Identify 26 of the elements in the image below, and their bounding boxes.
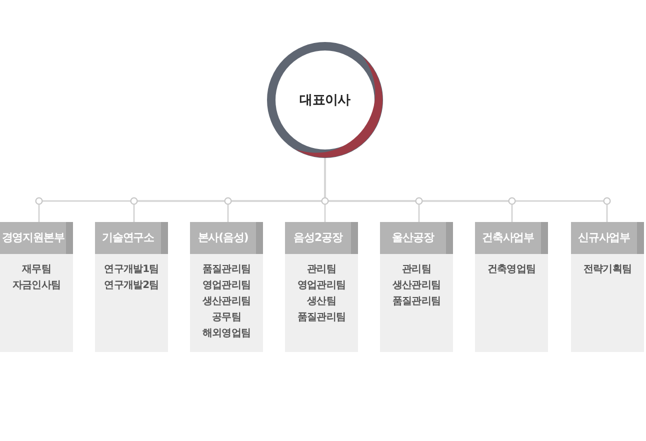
team-name: 품질관리팀 [297, 311, 346, 325]
team-name: 재무팀 [22, 263, 51, 277]
team-name: 자금인사팀 [12, 279, 60, 293]
team-name: 생산관리팀 [392, 279, 440, 293]
department-header: 음성2공장 [285, 222, 358, 254]
department-header: 기술연구소 [95, 222, 168, 254]
team-name: 건축영업팀 [487, 263, 536, 277]
department-header: 울산공장 [380, 222, 453, 254]
title-label: 대표이사 [300, 92, 350, 109]
team-name: 품질관리팀 [392, 295, 440, 309]
team-name: 연구개발2팀 [104, 279, 159, 293]
team-name: 영업관리팀 [202, 279, 250, 293]
department-header: 경영지원본부 [0, 222, 73, 254]
team-name: 생산관리팀 [202, 295, 250, 309]
department-header: 건축사업부 [475, 222, 548, 254]
team-name: 생산팀 [307, 295, 336, 309]
team-name: 관리팀 [402, 263, 431, 277]
team-name: 연구개발1팀 [104, 263, 159, 277]
team-name: 전략기획팀 [583, 263, 632, 277]
team-name: 관리팀 [307, 263, 336, 277]
team-name: 공무팀 [212, 311, 241, 325]
team-name: 영업관리팀 [297, 279, 346, 293]
department-header: 신규사업부 [571, 222, 644, 254]
department-header: 본사(음성) [190, 222, 263, 254]
team-name: 품질관리팀 [202, 263, 250, 277]
team-name: 해외영업팀 [202, 327, 250, 341]
